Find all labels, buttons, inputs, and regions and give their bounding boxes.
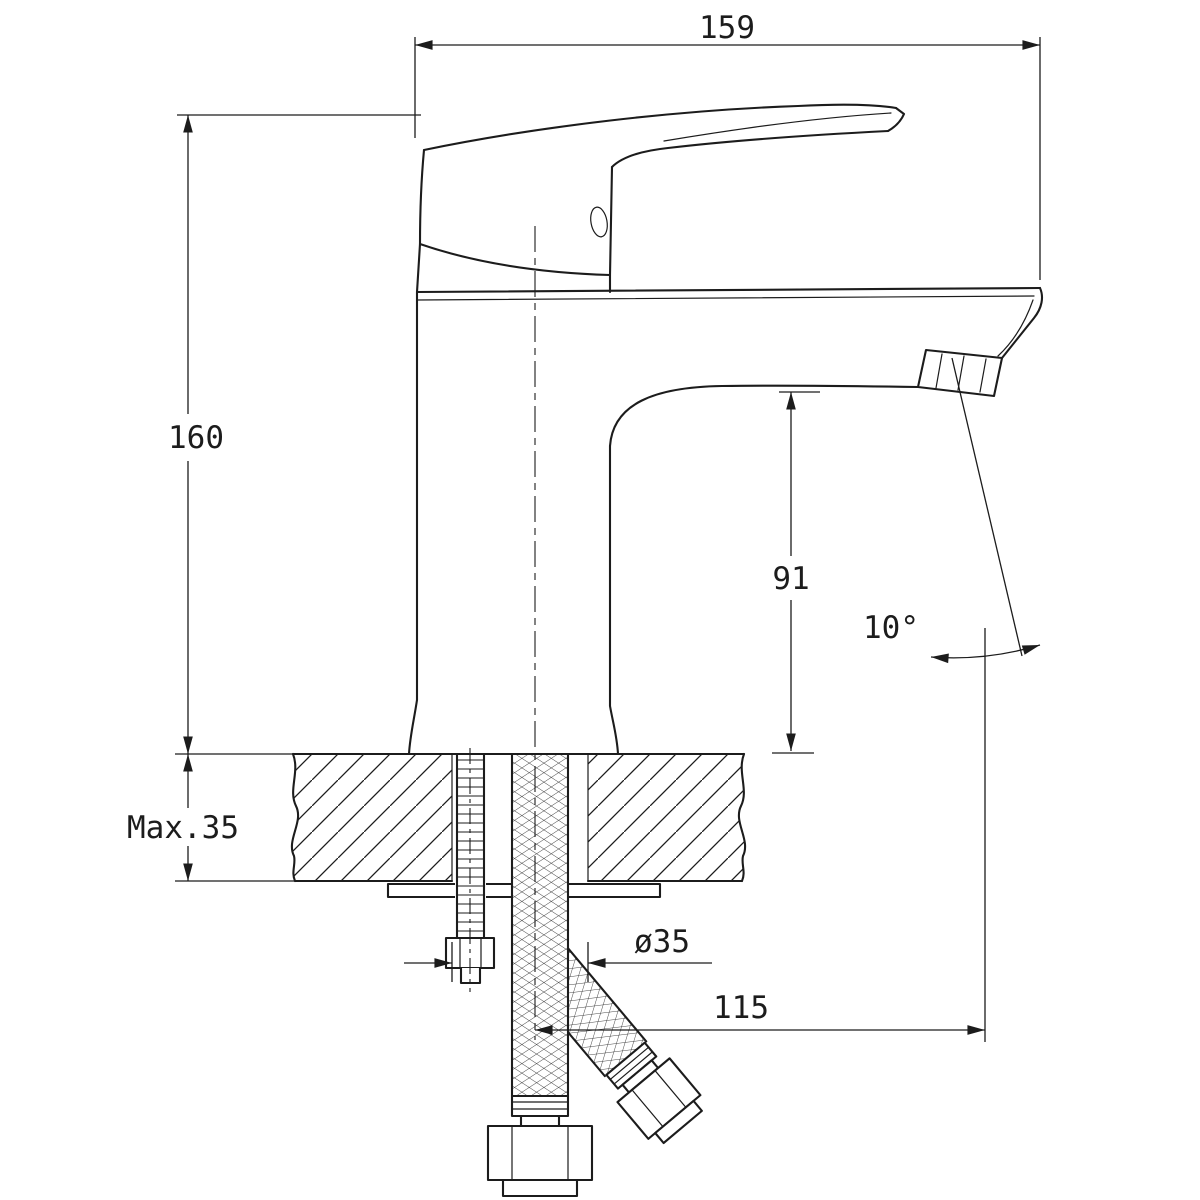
dim-angle-arc (930, 644, 1041, 664)
spout-top-inner-edge (416, 295, 1035, 301)
aerator-outline (916, 348, 1004, 398)
label-spout-height: 91 (772, 561, 809, 597)
dimension-labels: 159 160 Max.35 91 10° ø35 115 (127, 10, 919, 1026)
centerlines (469, 226, 536, 1040)
dimension-annotations (175, 37, 1041, 1042)
dim-159-extensions (414, 37, 1041, 280)
spout-underside (608, 384, 920, 448)
hose-diagonal-cap (654, 1099, 703, 1145)
lever-tip (886, 106, 906, 133)
label-hole-diameter: ø35 (634, 924, 690, 960)
hose-main-edges (510, 753, 570, 1098)
spout-top-edge (415, 286, 1042, 294)
supply-hose-main (486, 753, 594, 1198)
counter-hatch-right (588, 754, 746, 881)
hose-main-cap (501, 1178, 579, 1198)
handle-base-right (608, 165, 614, 294)
handle-base-left (415, 148, 426, 294)
dim-160-extensions (175, 114, 421, 755)
label-max-deck-thickness: Max.35 (127, 810, 239, 846)
counter-hatch-left (291, 754, 452, 881)
label-total-width: 159 (699, 10, 755, 46)
body-left-edge (407, 290, 419, 756)
aerator-slats (935, 353, 987, 393)
stud-edges (455, 753, 486, 940)
body-right-edge (608, 444, 620, 756)
lever-inner-line (663, 112, 892, 142)
handle-indicator-oval (590, 206, 608, 238)
faucet-body-outline (407, 103, 1044, 756)
mounting-hole-edges (451, 753, 589, 882)
counter-break-edge-left (291, 752, 299, 883)
spout-end-inner-curve (997, 299, 1034, 357)
label-spout-reach: 115 (713, 990, 769, 1026)
dim-angle-axis-line (951, 357, 1023, 657)
lever-bottom-edge (610, 129, 890, 169)
handle-base-bottom (418, 242, 612, 277)
dim-91-extensions (772, 391, 820, 754)
label-spout-angle: 10° (863, 610, 919, 646)
label-total-height: 160 (168, 420, 224, 456)
counter-break-edge-right (738, 752, 746, 883)
spout-end-face (1000, 286, 1044, 360)
lever-top-edge (422, 103, 898, 152)
